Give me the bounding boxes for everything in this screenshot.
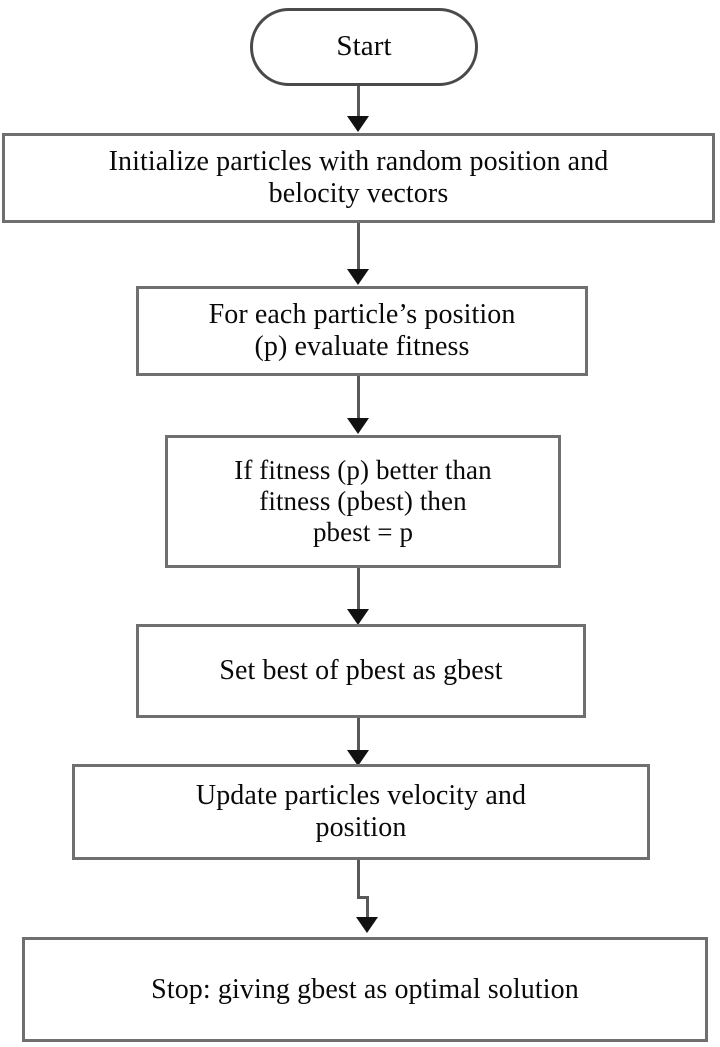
node-stop-label: Stop: giving gbest as optimal solution [151, 974, 579, 1005]
node-start-label: Start [336, 30, 392, 63]
connector-line [357, 716, 360, 754]
node-set-gbest-label: Set best of pbest as gbest [219, 654, 503, 686]
connector-line-jog [357, 896, 369, 899]
connector-line [357, 566, 360, 613]
node-update-pbest-label: If fitness (p) better than fitness (pbes… [234, 454, 492, 548]
arrow-down-icon [347, 269, 369, 285]
node-update-velocity-position-label: Update particles velocity and position [195, 779, 527, 843]
arrow-down-icon [347, 418, 369, 434]
node-set-gbest[interactable]: Set best of pbest as gbest [136, 624, 586, 718]
node-start[interactable]: Start [250, 8, 478, 86]
arrow-down-icon [347, 750, 369, 766]
connector-line [357, 374, 360, 422]
arrow-down-icon [347, 116, 369, 132]
node-update-pbest[interactable]: If fitness (p) better than fitness (pbes… [165, 435, 561, 568]
node-initialize-particles-label: Initialize particles with random positio… [108, 145, 609, 209]
arrow-down-icon [356, 917, 378, 933]
node-evaluate-fitness[interactable]: For each particle’s position (p) evaluat… [136, 286, 588, 376]
node-update-velocity-position[interactable]: Update particles velocity and position [72, 764, 650, 860]
connector-line-upper [357, 858, 360, 899]
arrow-down-icon [347, 609, 369, 625]
connector-line [357, 221, 360, 273]
node-evaluate-fitness-label: For each particle’s position (p) evaluat… [208, 298, 516, 362]
node-initialize-particles[interactable]: Initialize particles with random positio… [2, 133, 715, 223]
connector-line [357, 84, 360, 120]
node-stop[interactable]: Stop: giving gbest as optimal solution [22, 937, 708, 1042]
connector-line-lower [366, 896, 369, 923]
